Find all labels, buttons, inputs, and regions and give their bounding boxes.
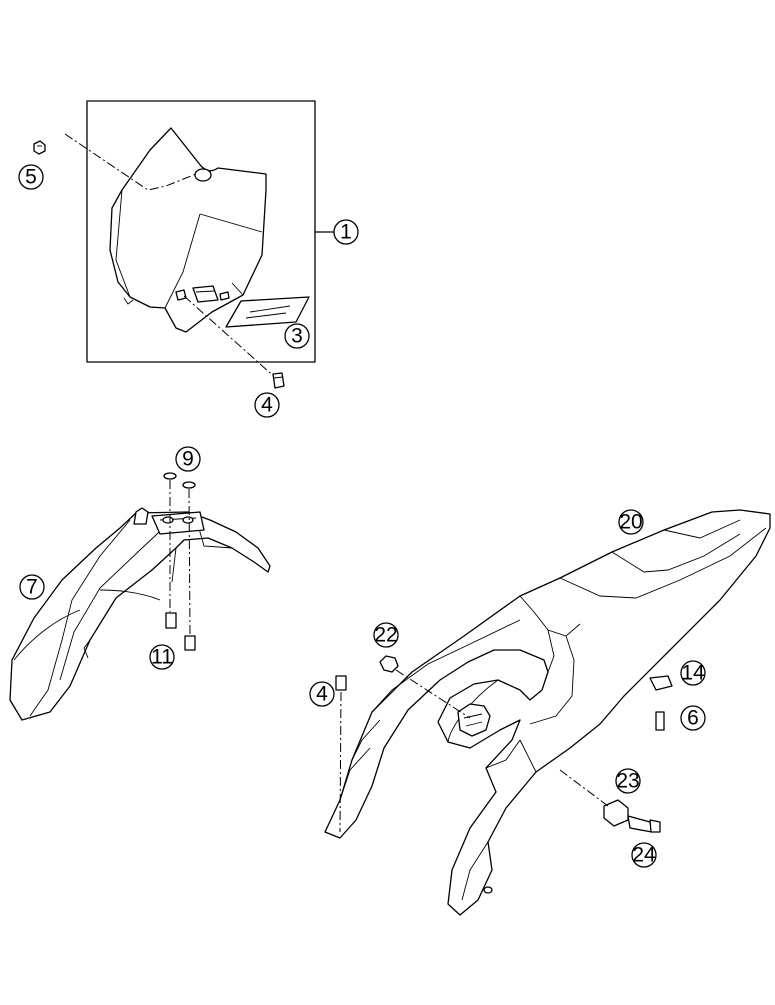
callout-label: 4: [261, 394, 273, 417]
callout-label: 23: [616, 770, 639, 793]
screw-5: [33, 140, 46, 155]
callout-label: 24: [632, 844, 656, 867]
callout-4-top: 4: [254, 392, 280, 418]
callout-9: 9: [175, 446, 201, 472]
callout-11: 11: [149, 644, 175, 670]
callout-24: 24: [631, 842, 657, 868]
callout-22: 22: [373, 622, 399, 648]
callout-5: 5: [18, 164, 44, 190]
callout-label: 11: [151, 646, 173, 669]
callout-label: 5: [25, 166, 37, 189]
callout-3: 3: [284, 323, 310, 349]
sticker: [225, 296, 310, 328]
callout-1: 1: [333, 219, 359, 245]
callout-label: 1: [340, 221, 352, 244]
callout-label: 20: [619, 511, 642, 534]
number-plate-assembly: [33, 100, 335, 389]
callout-23: 23: [615, 768, 641, 794]
callout-label: 6: [687, 707, 699, 730]
callout-14: 14: [680, 660, 706, 686]
callout-label: 4: [316, 683, 328, 706]
rear-fender-assembly: [324, 509, 771, 916]
callout-label: 3: [291, 325, 303, 348]
callout-7: 7: [19, 574, 45, 600]
callout-label: 14: [681, 662, 705, 685]
callout-4-rear: 4: [309, 681, 335, 707]
front-fender-assembly: [9, 472, 271, 721]
callout-6: 6: [680, 705, 706, 731]
front-fender: [9, 511, 271, 721]
callout-label: 9: [182, 448, 194, 471]
screw-4-top: [272, 372, 285, 389]
callout-20: 20: [618, 509, 644, 535]
callout-label: 22: [374, 624, 397, 647]
callout-label: 7: [26, 576, 38, 599]
